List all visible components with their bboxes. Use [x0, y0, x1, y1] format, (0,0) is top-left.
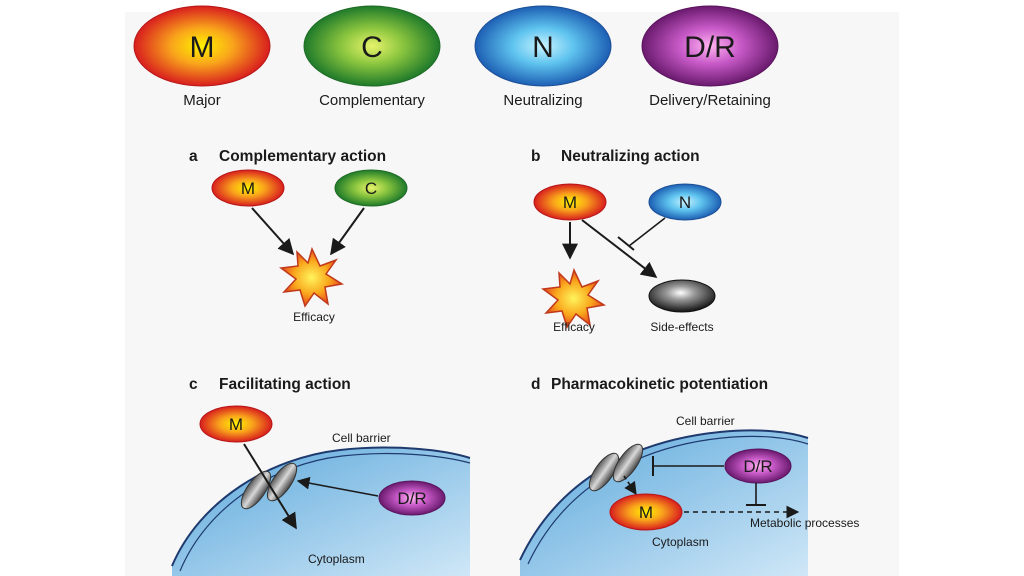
- panel-b-n-node: [648, 183, 722, 221]
- panel-c-cell: [172, 447, 470, 576]
- panel-b-side-effects-node: [648, 279, 716, 313]
- legend: M Major C Complementary N Neutralizing D…: [133, 5, 779, 109]
- legend-code-neutralizing: N: [532, 31, 554, 64]
- panel-a-m-arrow: [251, 207, 295, 256]
- panel-a-efficacy-star: [279, 246, 345, 308]
- panel-d-dr-label: D/R: [743, 457, 772, 476]
- panel-d-letter: d: [531, 376, 540, 393]
- panel-b: b Neutralizing action M N Efficacy Side-…: [531, 148, 722, 334]
- panel-c: c Facilitating action Cell barrier Cytop…: [171, 376, 471, 576]
- panel-c-m-label: M: [229, 415, 243, 434]
- legend-label-neutralizing: Neutralizing: [503, 92, 582, 109]
- panel-a-c-node: [334, 169, 408, 207]
- panel-c-membrane-inner: [179, 452, 471, 572]
- panel-d-entry-arrow: [623, 475, 637, 496]
- panel-b-letter: b: [531, 148, 540, 165]
- panel-a-m-label: M: [241, 179, 255, 198]
- legend-label-complementary: Complementary: [319, 92, 425, 109]
- panel-a-c-arrow: [330, 207, 365, 256]
- panel-b-m-node: [533, 183, 607, 221]
- panel-c-cytoplasm-label: Cytoplasm: [308, 552, 365, 566]
- panel-b-efficacy-label: Efficacy: [553, 320, 595, 334]
- legend-item-neutralizing: N Neutralizing: [474, 5, 612, 109]
- panel-c-channel-left: [240, 470, 272, 510]
- panel-b-title: Neutralizing action: [561, 148, 700, 165]
- legend-code-delivery: D/R: [684, 31, 736, 64]
- panel-c-title: Facilitating action: [219, 376, 351, 393]
- panel-b-inhibition-bar: [617, 236, 635, 251]
- panel-c-membrane-outer: [171, 446, 471, 567]
- panel-c-channel-right: [266, 462, 298, 502]
- panel-c-facilitation-arrow: [296, 476, 379, 497]
- panel-b-inhibition-line: [628, 217, 666, 247]
- panel-c-letter: c: [189, 376, 198, 393]
- panel-a-efficacy-label: Efficacy: [293, 310, 335, 324]
- panel-d-metabolic-label: Metabolic processes: [750, 516, 859, 530]
- panel-b-n-label: N: [679, 193, 691, 212]
- panel-a-title: Complementary action: [219, 148, 386, 165]
- panel-d-channel-left: [588, 452, 620, 492]
- panel-c-transport-arrow: [243, 443, 297, 530]
- panel-c-m-node: [199, 405, 273, 443]
- panel-d-membrane-inner: [527, 435, 809, 565]
- legend-item-delivery: D/R Delivery/Retaining: [641, 5, 779, 109]
- panel-d-dr-node: [724, 448, 792, 484]
- panel-d-membrane-outer: [519, 429, 809, 561]
- panel-d-title: Pharmacokinetic potentiation: [551, 376, 768, 393]
- panel-d-m-label: M: [639, 503, 653, 522]
- panel-d-m-node: [609, 493, 683, 531]
- legend-code-major: M: [190, 31, 215, 64]
- panel-c-cell-barrier-label: Cell barrier: [332, 431, 391, 445]
- panel-d-cell-barrier-label: Cell barrier: [676, 414, 735, 428]
- panel-a-m-node: [211, 169, 285, 207]
- legend-code-complementary: C: [361, 31, 383, 64]
- panel-a-letter: a: [189, 148, 198, 165]
- panel-c-dr-node: [378, 480, 446, 516]
- panel-c-dr-label: D/R: [397, 489, 426, 508]
- legend-label-major: Major: [183, 92, 221, 109]
- panel-a: a Complementary action M C Efficacy: [189, 148, 408, 324]
- panel-d: d Pharmacokinetic potentiation Cell barr…: [519, 376, 859, 576]
- panel-b-side-effect-arrow: [581, 219, 658, 278]
- panel-a-c-label: C: [365, 179, 377, 198]
- panel-b-efficacy-star: [541, 267, 607, 329]
- panel-d-cytoplasm-label: Cytoplasm: [652, 535, 709, 549]
- panel-b-side-effects-label: Side-effects: [650, 320, 713, 334]
- legend-label-delivery: Delivery/Retaining: [649, 92, 771, 109]
- panel-b-m-label: M: [563, 193, 577, 212]
- legend-item-major: M Major: [133, 5, 271, 109]
- panel-d-channel-right: [612, 443, 644, 483]
- legend-item-complementary: C Complementary: [303, 5, 441, 109]
